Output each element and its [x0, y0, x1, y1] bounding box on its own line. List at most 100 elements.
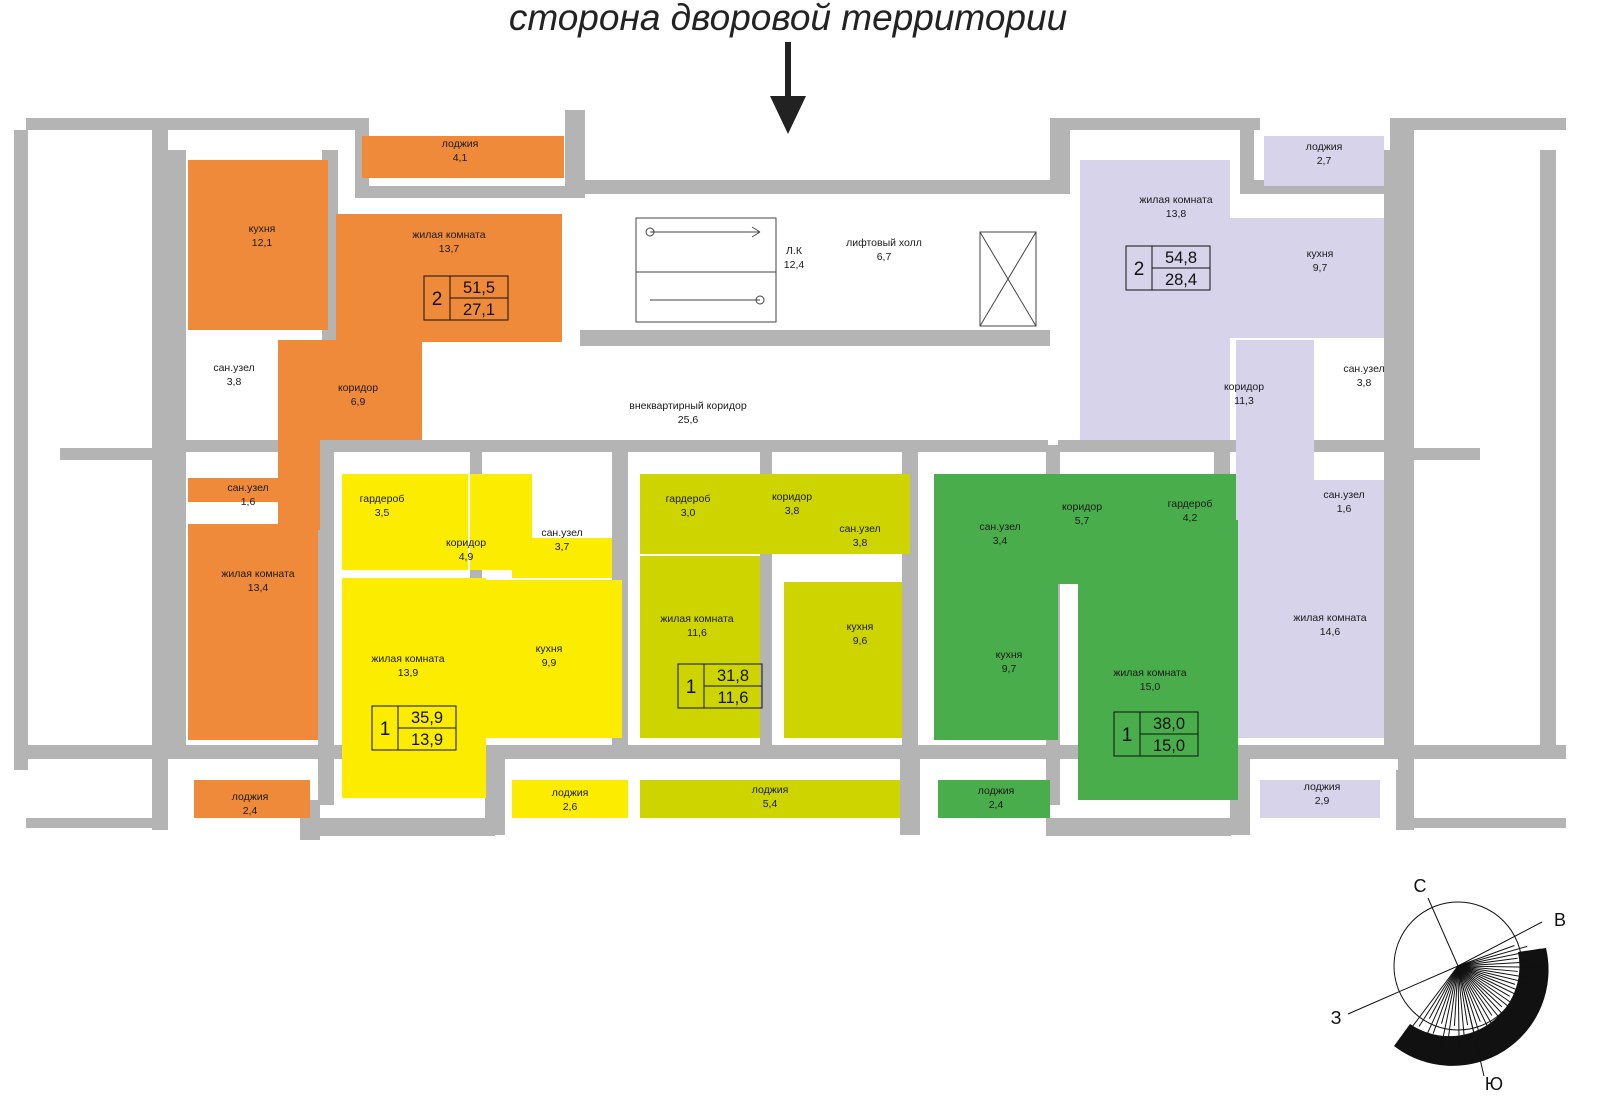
- apartment-info-box: 131,811,6: [677, 663, 763, 709]
- room-area-label: 3,8: [1357, 377, 1372, 389]
- room-name-label: коридор: [1062, 501, 1102, 513]
- apartment-total-area: 51,5: [463, 279, 495, 297]
- compass-south-label: Ю: [1485, 1074, 1503, 1094]
- room-name-label: жилая комната: [1293, 612, 1366, 624]
- apartment-green: [934, 474, 1238, 818]
- room-name-label: лоджия: [442, 138, 479, 150]
- room-area-label: 2,4: [989, 799, 1004, 811]
- room-area-label: 14,6: [1320, 626, 1341, 638]
- compass-ray: [1457, 965, 1503, 1008]
- room-area-label: 4,1: [453, 152, 468, 164]
- compass-ray: [1457, 945, 1528, 967]
- compass-ray: [1457, 965, 1465, 1038]
- apartment-total-area: 38,0: [1153, 715, 1185, 733]
- compass-ray: [1457, 965, 1511, 1032]
- compass-ray: [1457, 965, 1481, 1022]
- room-area-label: 2,4: [243, 805, 258, 817]
- apartment-info-box: 254,828,4: [1125, 245, 1211, 291]
- room-name-label: коридор: [338, 382, 378, 394]
- room-name-label: Л.К: [786, 245, 803, 257]
- compass-ray: [1457, 957, 1518, 967]
- room-area-label: 9,7: [1002, 663, 1017, 675]
- compass-ray: [1428, 965, 1459, 1019]
- compass-ray: [1457, 965, 1495, 1029]
- room-name-label: жилая комната: [371, 653, 444, 665]
- room-area-label: 15,0: [1140, 681, 1161, 693]
- compass-north-label: С: [1414, 876, 1427, 896]
- room-area-label: 4,2: [1183, 512, 1198, 524]
- room-name-label: лоджия: [978, 785, 1015, 797]
- compass-ray: [1457, 961, 1530, 967]
- room-area-label: 13,8: [1166, 208, 1187, 220]
- room-name-label: гардероб: [1168, 498, 1213, 510]
- room-area-label: 5,7: [1075, 515, 1090, 527]
- room-name-label: сан.узел: [227, 482, 268, 494]
- apartment-yellow: [342, 474, 628, 818]
- room-area-label: 1,6: [241, 496, 256, 508]
- room-name-label: жилая комната: [660, 613, 733, 625]
- apartment-living-area: 28,4: [1165, 271, 1197, 289]
- room-area-label: 2,7: [1317, 155, 1332, 167]
- compass-ray: [1457, 965, 1530, 979]
- compass-ray: [1453, 965, 1459, 1026]
- room-area-label: 3,7: [555, 541, 570, 553]
- room-area-label: 3,4: [993, 535, 1008, 547]
- compass-ray: [1407, 965, 1459, 1034]
- room-area-label: 13,9: [398, 667, 419, 679]
- room-name-label: кухня: [536, 643, 563, 655]
- room-name-label: коридор: [446, 537, 486, 549]
- room-area-label: 4,9: [459, 551, 474, 563]
- room-area-label: 9,7: [1313, 262, 1328, 274]
- room-name-label: сан.узел: [979, 521, 1020, 533]
- compass-ray: [1432, 965, 1459, 1034]
- compass-ray: [1457, 965, 1534, 1004]
- compass-ray: [1457, 965, 1542, 968]
- room-name-label: сан.узел: [541, 527, 582, 539]
- apartment-area-boxes: 251,527,1135,913,9131,811,6138,015,0254,…: [371, 245, 1211, 757]
- room-area-label: 12,4: [784, 259, 805, 271]
- room-area-label: 9,6: [853, 635, 868, 647]
- room-name-label: сан.узел: [1343, 363, 1384, 375]
- room-name-label: кухня: [1307, 248, 1334, 260]
- room-area-label: 3,8: [227, 376, 242, 388]
- apartment-lavender: [1080, 136, 1384, 818]
- staircase: [635, 217, 777, 323]
- room-name-label: кухня: [249, 223, 276, 235]
- room-area-label: 13,7: [439, 243, 460, 255]
- compass-ray: [1422, 965, 1459, 1043]
- apartment-olive: [640, 474, 910, 818]
- compass-ray: [1457, 965, 1518, 1008]
- courtyard-side-caption: сторона дворовой территории: [509, 0, 1067, 38]
- room-name-label: внеквартирный коридор: [629, 400, 747, 412]
- compass-ray: [1457, 965, 1469, 1026]
- apartment-total-area: 54,8: [1165, 249, 1197, 267]
- room-name-label: лоджия: [552, 787, 589, 799]
- compass-ray: [1440, 965, 1459, 1024]
- compass-ray: [1457, 965, 1518, 972]
- room-name-label: кухня: [847, 621, 874, 633]
- room-name-label: сан.узел: [1323, 489, 1364, 501]
- room-name-label: лифтовый холл: [846, 237, 922, 249]
- compass-ray: [1457, 965, 1525, 994]
- apartment-info-box: 138,015,0: [1113, 711, 1199, 757]
- compass-ray: [1457, 965, 1540, 987]
- room-name-label: гардероб: [360, 493, 405, 505]
- compass-west-label: З: [1331, 1008, 1342, 1028]
- compass-ray: [1457, 965, 1496, 1042]
- room-name-label: лоджия: [232, 791, 269, 803]
- compass-ray: [1457, 965, 1493, 1016]
- room-name-label: коридор: [772, 491, 812, 503]
- room-name-label: гардероб: [666, 493, 711, 505]
- room-name-label: кухня: [996, 649, 1023, 661]
- room-name-label: жилая комната: [221, 568, 294, 580]
- room-area-label: 9,9: [542, 657, 557, 669]
- direction-arrow: [770, 42, 806, 134]
- room-area-label: 6,7: [877, 251, 892, 263]
- compass-ray: [1457, 965, 1460, 1050]
- apartment-info-box: 135,913,9: [371, 705, 457, 751]
- room-name-label: лоджия: [1304, 781, 1341, 793]
- room-name-label: лоджия: [752, 784, 789, 796]
- room-area-label: 2,9: [1315, 795, 1330, 807]
